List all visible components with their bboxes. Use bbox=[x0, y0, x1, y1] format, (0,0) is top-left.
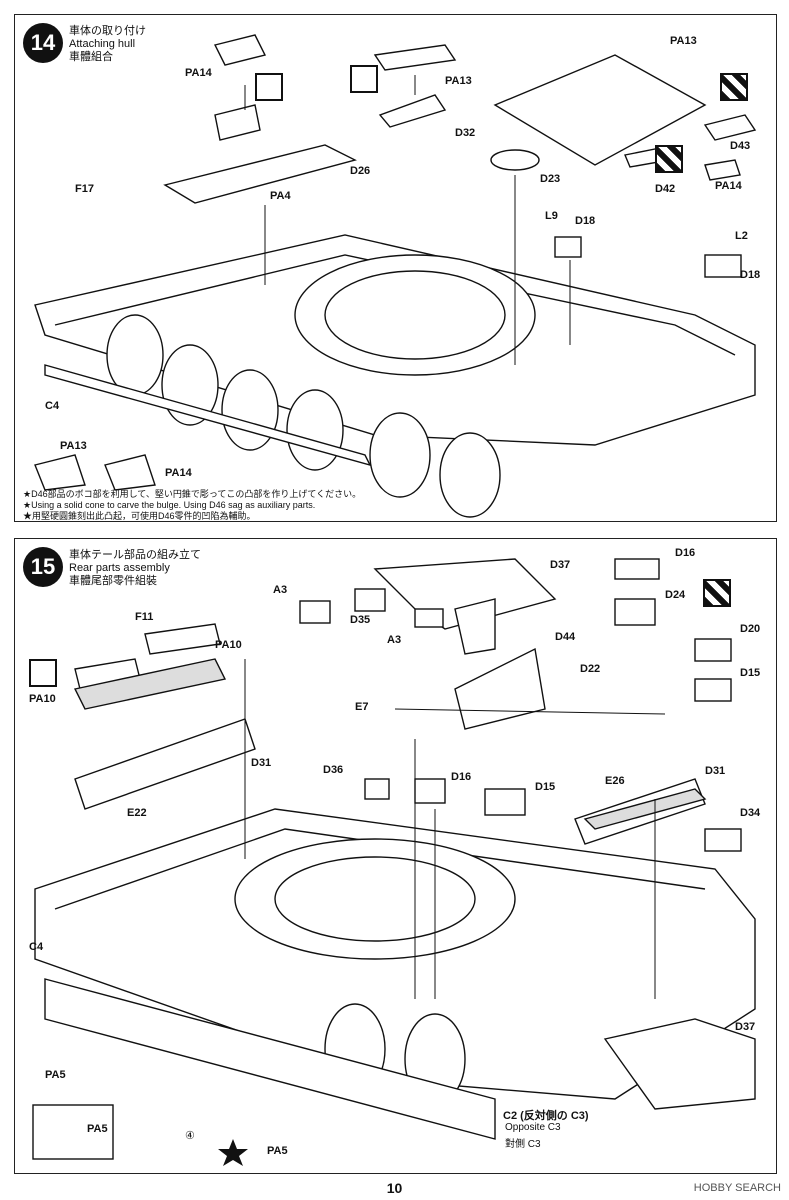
part-label: E22 bbox=[127, 807, 147, 819]
note-en: ★Using a solid cone to carve the bulge. … bbox=[23, 500, 316, 510]
step-title-zh: 車體尾部零件組裝 bbox=[69, 575, 157, 587]
part-label: PA14 bbox=[185, 67, 212, 79]
step-number: 15 bbox=[23, 547, 63, 587]
part-label: D43 bbox=[730, 140, 751, 152]
part-label: D16 bbox=[675, 547, 696, 559]
part-label: C4 bbox=[45, 400, 60, 412]
cement-icon bbox=[655, 145, 683, 173]
part-label: D37 bbox=[735, 1021, 756, 1033]
part-label: PA5 bbox=[45, 1069, 66, 1081]
part-label: A3 bbox=[273, 584, 288, 596]
part-label: PA13 bbox=[670, 35, 697, 47]
part-label: D23 bbox=[540, 173, 561, 185]
page-number: 10 bbox=[386, 1180, 403, 1196]
part-label: D42 bbox=[655, 183, 676, 195]
part-label: PA10 bbox=[29, 693, 56, 705]
turn-over-icon bbox=[255, 73, 283, 101]
step-title-en: Attaching hull bbox=[69, 38, 136, 50]
part-label: PA4 bbox=[270, 190, 291, 202]
part-label: Opposite C3 bbox=[505, 1122, 561, 1133]
part-label: L2 bbox=[735, 230, 748, 242]
part-label: PA13 bbox=[445, 75, 472, 87]
star-icon bbox=[218, 1139, 248, 1166]
cement-icon bbox=[703, 579, 731, 607]
part-label: C4 bbox=[29, 941, 44, 953]
part-label: PA10 bbox=[215, 639, 242, 651]
step-number: 14 bbox=[23, 23, 63, 63]
part-label: PA5 bbox=[87, 1123, 108, 1135]
step-title-zh: 車體組合 bbox=[69, 51, 113, 63]
part-label: D15 bbox=[535, 781, 556, 793]
part-label: L9 bbox=[545, 210, 558, 222]
part-label: D16 bbox=[451, 771, 472, 783]
watermark: HOBBY SEARCH bbox=[693, 1182, 781, 1194]
part-label: D20 bbox=[740, 623, 761, 635]
part-label: A3 bbox=[387, 634, 402, 646]
part-label: PA14 bbox=[165, 467, 192, 479]
part-label: D26 bbox=[350, 165, 371, 177]
part-label: E7 bbox=[355, 701, 369, 713]
part-label: C2 (反対側の C3) bbox=[503, 1110, 589, 1122]
part-label: D44 bbox=[555, 631, 576, 643]
step-14-panel: 14 車体の取り付け Attaching hull 車體組合 bbox=[14, 14, 777, 522]
part-label: E26 bbox=[605, 775, 625, 787]
part-label: D37 bbox=[550, 559, 571, 571]
paint-icon bbox=[29, 659, 57, 687]
part-label: PA13 bbox=[60, 440, 87, 452]
part-label: D36 bbox=[323, 764, 344, 776]
note-ja: ★D46部品のボコ部を利用して、堅い円錐で彫ってこの凸部を作り上げてください。 bbox=[23, 489, 362, 499]
part-label: D35 bbox=[350, 614, 371, 626]
part-label: D32 bbox=[455, 127, 476, 139]
step-title: 車体テール部品の組み立て Rear parts assembly 車體尾部零件組… bbox=[69, 549, 201, 588]
part-label: D15 bbox=[740, 667, 761, 679]
part-label: PA5 bbox=[267, 1145, 288, 1157]
part-label: D24 bbox=[665, 589, 686, 601]
part-label: PA14 bbox=[715, 180, 742, 192]
rear-assembly-drawing bbox=[32, 558, 756, 1166]
part-label: D31 bbox=[705, 765, 726, 777]
step-title-ja: 車体の取り付け bbox=[69, 25, 146, 37]
part-label: D18 bbox=[575, 215, 596, 227]
part-label: F11 bbox=[135, 611, 154, 623]
hull-assembly-drawing bbox=[34, 34, 757, 518]
part-label: D22 bbox=[580, 663, 601, 675]
part-label: D18 bbox=[740, 269, 761, 281]
part-label: D31 bbox=[251, 757, 272, 769]
part-label: D34 bbox=[740, 807, 761, 819]
step-title-ja: 車体テール部品の組み立て bbox=[69, 549, 201, 561]
part-label: F17 bbox=[75, 183, 94, 195]
step-title: 車体の取り付け Attaching hull 車體組合 bbox=[69, 25, 146, 64]
step-ref-number: ④ bbox=[185, 1130, 195, 1142]
step-15-panel: 15 車体テール部品の組み立て Rear parts assembly 車體尾部… bbox=[14, 538, 777, 1174]
step-title-en: Rear parts assembly bbox=[69, 562, 170, 574]
part-label: 對側 C3 bbox=[505, 1139, 541, 1150]
turn-over-icon bbox=[350, 65, 378, 93]
cement-icon bbox=[720, 73, 748, 101]
note-zh: ★用堅硬圓錐刻出此凸起，可使用D46零件的凹陷為輔助。 bbox=[23, 511, 256, 521]
